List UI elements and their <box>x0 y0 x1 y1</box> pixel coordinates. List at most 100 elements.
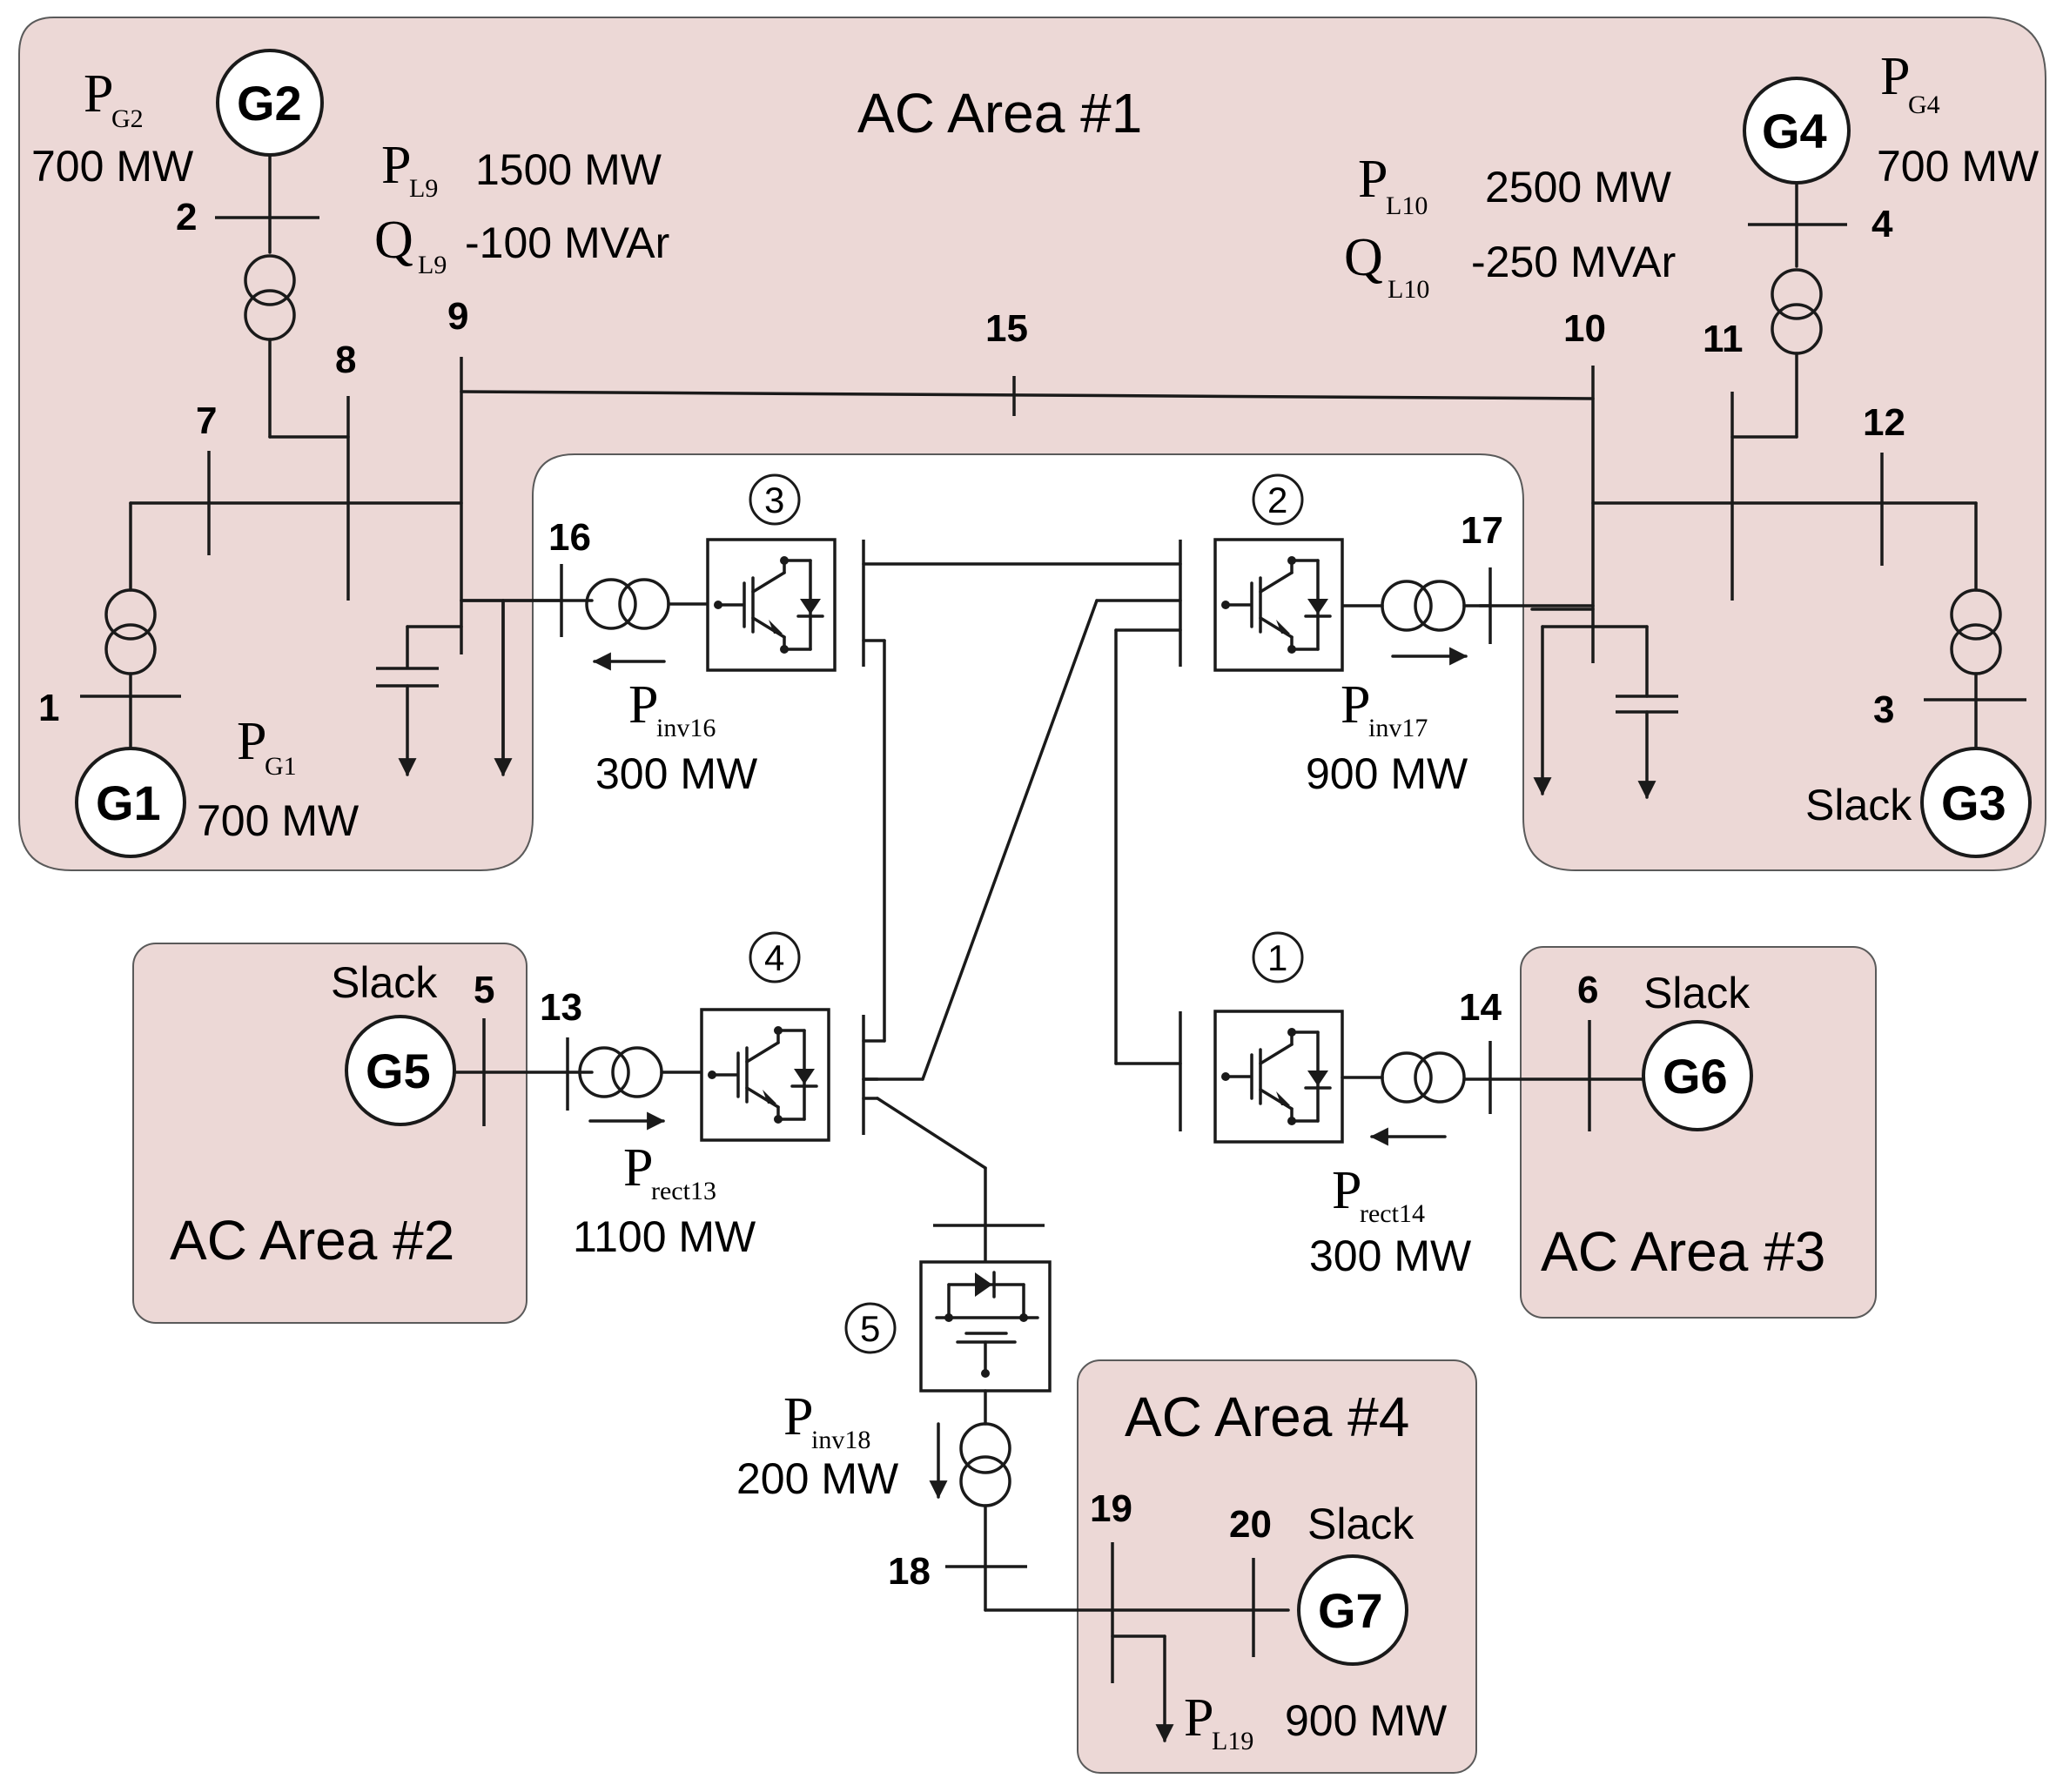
bus-2-label: 2 <box>176 196 197 238</box>
converter-4-tag-label: 4 <box>764 937 784 978</box>
generator-g3-label: G3 <box>1941 775 2006 830</box>
generator-g5-label: G5 <box>366 1044 431 1098</box>
ac-area-2-title: AC Area #2 <box>170 1209 454 1272</box>
prect14-value: 300 MW <box>1309 1232 1472 1280</box>
pinv18-subscript: inv18 <box>811 1426 870 1454</box>
transformer-g1 <box>104 588 157 641</box>
generator-g6-label: G6 <box>1663 1049 1728 1104</box>
generator-g7-slack: Slack <box>1307 1500 1415 1548</box>
converter-3-tag <box>749 473 801 526</box>
pl10-symbol: P <box>1358 150 1388 209</box>
pg2-symbol: P <box>84 64 113 124</box>
pl19-value: 900 MW <box>1285 1696 1448 1745</box>
bus-5-label: 5 <box>474 969 494 1011</box>
converter-4 <box>700 1008 830 1142</box>
converter-5-tag <box>844 1302 897 1354</box>
pg1-symbol: P <box>237 712 266 771</box>
pg1-value: 700 MW <box>197 796 360 845</box>
generator-g3 <box>1920 747 2032 858</box>
transformer-g2 <box>244 254 296 306</box>
pg2-value: 700 MW <box>31 142 194 191</box>
generator-g3-slack: Slack <box>1805 781 1912 829</box>
bus-4-label: 4 <box>1871 203 1893 245</box>
bus-9-label: 9 <box>447 295 468 338</box>
pl9-subscript: L9 <box>409 174 438 203</box>
ql10-subscript: L10 <box>1388 275 1429 304</box>
generator-g6 <box>1642 1020 1753 1131</box>
converter-3 <box>706 538 837 672</box>
converter-2-tag-label: 2 <box>1267 480 1287 520</box>
converter-1 <box>1213 1010 1344 1144</box>
generator-g4-label: G4 <box>1762 104 1827 158</box>
pinv16-symbol: P <box>628 675 658 735</box>
ql10-symbol: Q <box>1344 228 1383 287</box>
prect13-value: 1100 MW <box>573 1212 756 1261</box>
generator-g7-label: G7 <box>1318 1583 1383 1638</box>
pl10-subscript: L10 <box>1386 191 1428 220</box>
ac-area-3-title: AC Area #3 <box>1541 1220 1825 1283</box>
ac-area-4-background <box>1077 1359 1477 1774</box>
converter-2 <box>1213 538 1344 672</box>
pinv16-subscript: inv16 <box>656 714 716 742</box>
pinv18-symbol: P <box>783 1387 813 1446</box>
bus-1-label: 1 <box>38 687 59 729</box>
ql9-subscript: L9 <box>418 251 447 279</box>
bus-20-label: 20 <box>1229 1503 1272 1546</box>
pinv17-value: 900 MW <box>1306 749 1468 798</box>
converter-5 <box>919 1260 1052 1393</box>
generator-g6-slack: Slack <box>1643 969 1751 1017</box>
bus-19-label: 19 <box>1090 1487 1132 1530</box>
generator-g2-label: G2 <box>237 76 302 131</box>
pl9-symbol: P <box>381 136 411 195</box>
bus-12-label: 12 <box>1863 401 1905 444</box>
transformer-13 <box>578 1046 630 1098</box>
pl10-value: 2500 MW <box>1485 163 1672 211</box>
generator-g1 <box>75 747 186 858</box>
ql9-symbol: Q <box>374 211 413 270</box>
transformer-14 <box>1381 1051 1433 1104</box>
bus-3-label: 3 <box>1873 688 1894 731</box>
pinv18-value: 200 MW <box>736 1454 899 1503</box>
transformer-g3 <box>1950 588 2002 641</box>
bus-7-label: 7 <box>196 399 217 442</box>
pl9-value: 1500 MW <box>475 145 662 194</box>
converter-5-tag-label: 5 <box>860 1308 880 1349</box>
generator-g5-slack: Slack <box>331 958 438 1007</box>
converter-1-tag <box>1252 931 1304 983</box>
converter-2-tag <box>1252 473 1304 526</box>
pg2-subscript: G2 <box>111 104 144 133</box>
pg4-symbol: P <box>1880 47 1910 106</box>
pinv17-subscript: inv17 <box>1368 714 1428 742</box>
bus-6-label: 6 <box>1577 969 1598 1011</box>
ac-area-3-background <box>1520 946 1877 1319</box>
converter-4-tag <box>749 931 801 983</box>
pl19-subscript: L19 <box>1212 1727 1253 1755</box>
ql9-value: -100 MVAr <box>465 218 669 267</box>
pl19-symbol: P <box>1184 1688 1213 1748</box>
converter-1-tag-label: 1 <box>1267 937 1287 978</box>
bus-8-label: 8 <box>335 339 356 381</box>
pinv16-value: 300 MW <box>595 749 758 798</box>
bus-18-label: 18 <box>888 1550 931 1593</box>
prect13-subscript: rect13 <box>651 1177 716 1205</box>
bus-10-label: 10 <box>1563 307 1606 350</box>
transformer-16 <box>585 578 637 630</box>
pinv17-symbol: P <box>1341 675 1370 735</box>
bus-16-label: 16 <box>548 516 591 559</box>
bus-17-label: 17 <box>1461 509 1503 552</box>
ql10-value: -250 MVAr <box>1471 238 1676 286</box>
generator-g7 <box>1297 1554 1408 1666</box>
pg1-subscript: G1 <box>265 752 297 781</box>
transformer-18 <box>959 1422 1011 1474</box>
bus-13-label: 13 <box>540 986 582 1029</box>
ac-area-4-title: AC Area #4 <box>1125 1386 1409 1448</box>
pg4-subscript: G4 <box>1908 91 1940 119</box>
prect14-symbol: P <box>1332 1161 1361 1220</box>
ac-area-1-title: AC Area #1 <box>857 82 1142 144</box>
ac-area-1-background <box>18 17 2046 871</box>
line-15-label: 15 <box>985 307 1028 350</box>
bus-11-label: 11 <box>1703 318 1744 360</box>
generator-g5 <box>345 1015 456 1126</box>
bus-14-label: 14 <box>1459 986 1502 1029</box>
